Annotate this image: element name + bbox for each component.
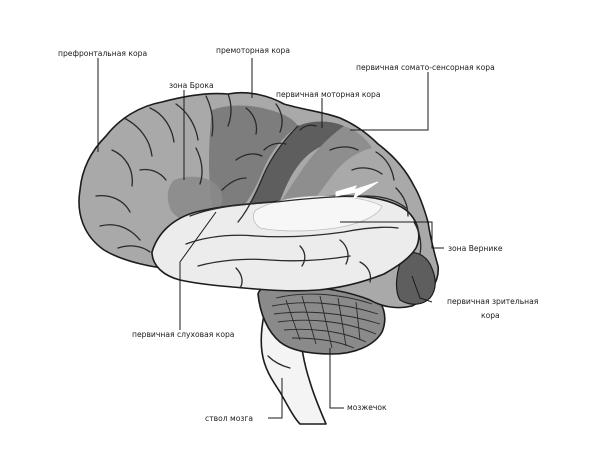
visual-cortex-region — [395, 251, 436, 305]
arrow-icon — [335, 181, 379, 200]
label-prefrontal-cortex: префронтальная кора — [58, 49, 147, 58]
label-brainstem: ствол мозга — [205, 414, 253, 423]
label-auditory-cortex: первичная слуховая кора — [132, 330, 234, 339]
label-visual-cortex-line1: первичная зрительная — [447, 297, 538, 306]
premotor-cortex-region — [209, 105, 298, 213]
label-wernicke-area: зона Вернике — [448, 244, 503, 253]
label-somatosensory-cortex: первичная сомато-сенсорная кора — [356, 63, 495, 72]
somatosensory-cortex-region — [276, 126, 372, 215]
label-broca-area: зона Брока — [169, 81, 214, 90]
leader-lines — [97, 58, 444, 419]
cerebellum — [257, 279, 386, 355]
label-cerebellum: мозжечок — [347, 403, 387, 412]
label-visual-cortex-line2: кора — [481, 311, 500, 320]
label-motor-cortex: первичная моторная кора — [276, 90, 381, 99]
label-premotor-cortex: премоторная кора — [216, 46, 290, 55]
